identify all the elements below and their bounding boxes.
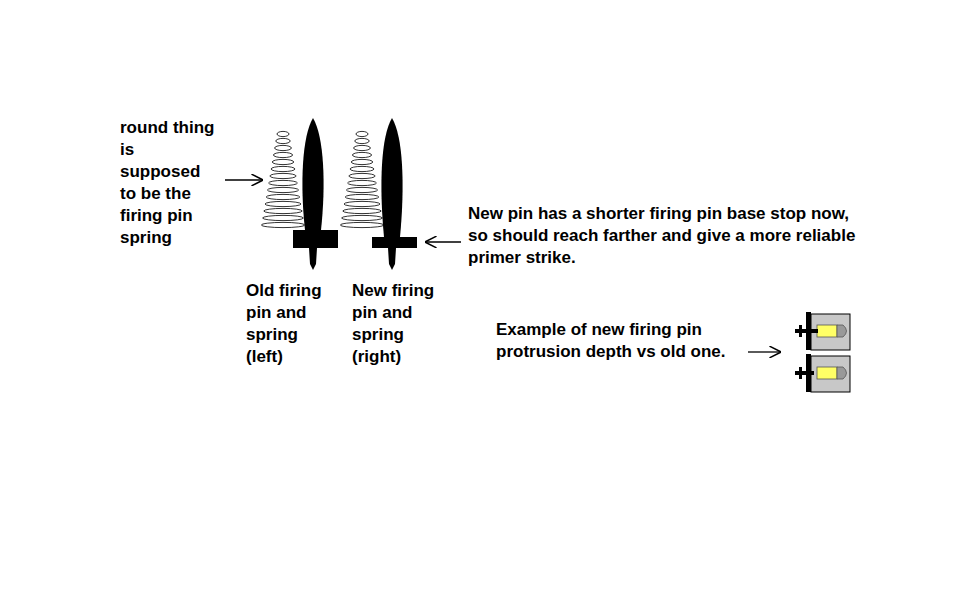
protrusion-example-old — [795, 354, 850, 392]
protrusion-note: Example of new firing pin protrusion dep… — [496, 319, 742, 363]
leader-arrow — [225, 179, 262, 180]
old-firing-pin — [293, 118, 338, 270]
spring-note: round thing is supposed to be the firing… — [120, 117, 216, 249]
firing-pin-spring — [261, 131, 304, 227]
leader-arrow — [748, 351, 780, 352]
leader-arrow — [426, 241, 461, 242]
new-firing-pin — [372, 118, 417, 270]
new-pin-caption: New firing pin and spring (right) — [352, 280, 444, 368]
new-pin-note: New pin has a shorter firing pin base st… — [468, 203, 868, 269]
firing-pin-spring — [340, 131, 383, 227]
old-pin-caption: Old firing pin and spring (left) — [246, 280, 338, 368]
protrusion-example-new — [795, 312, 850, 350]
